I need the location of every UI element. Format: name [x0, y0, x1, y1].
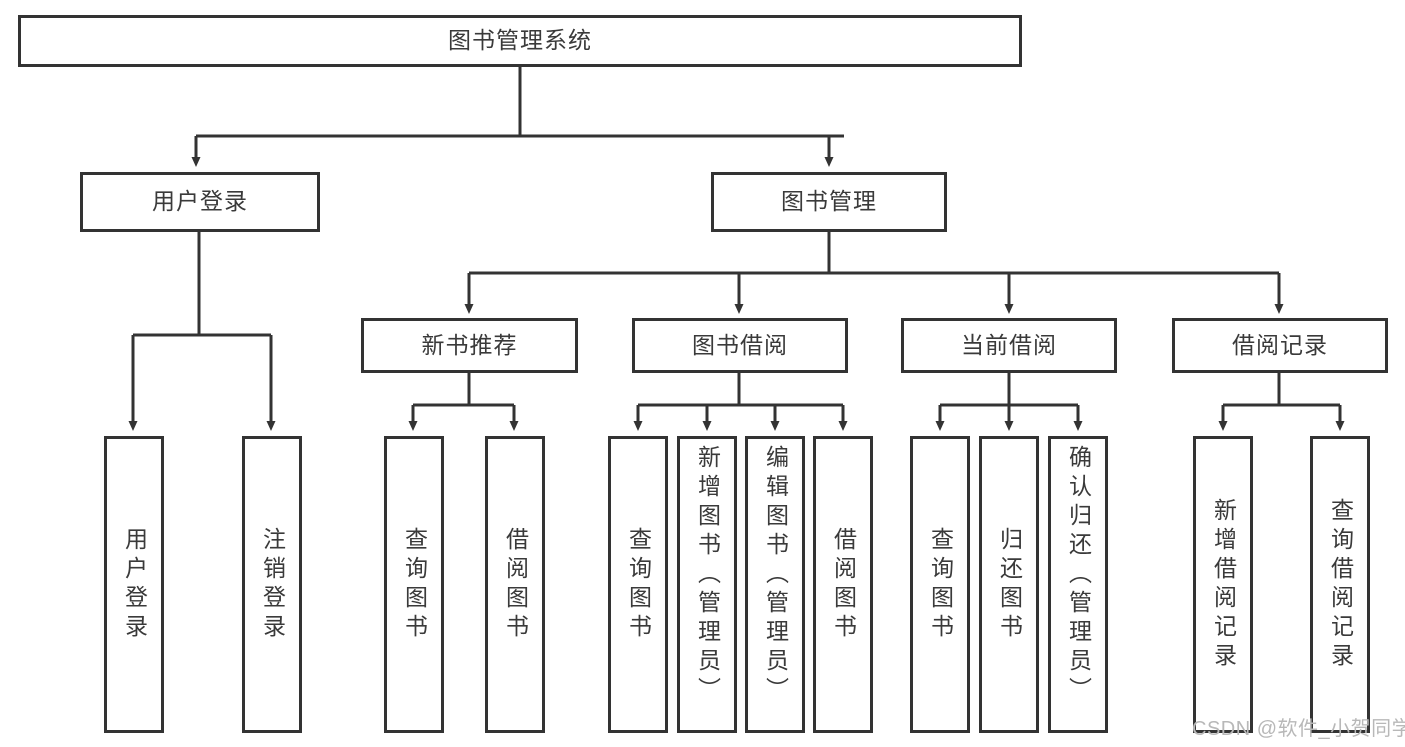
node-label: 用户登录	[152, 188, 248, 215]
leaf-label: 新增借阅记录	[1210, 497, 1237, 672]
leaf-label: 借阅图书	[830, 526, 857, 643]
node-current-borrow[interactable]: 当前借阅	[901, 318, 1117, 373]
leaf-borrow-book[interactable]: 借阅图书	[813, 436, 873, 733]
leaf-query-book-borrow[interactable]: 查询图书	[608, 436, 668, 733]
leaf-add-book-admin[interactable]: 新增图书（管理员）	[677, 436, 737, 733]
node-book-management[interactable]: 图书管理	[711, 172, 947, 232]
leaf-label: 查询图书	[401, 526, 428, 643]
leaf-label: 查询借阅记录	[1327, 497, 1354, 672]
leaf-label: 归还图书	[996, 526, 1023, 643]
node-user-login[interactable]: 用户登录	[80, 172, 320, 232]
node-borrow-record[interactable]: 借阅记录	[1172, 318, 1388, 373]
leaf-label: 确认归还（管理员）	[1065, 445, 1092, 706]
node-root-system[interactable]: 图书管理系统	[18, 15, 1022, 67]
leaf-query-borrow-record[interactable]: 查询借阅记录	[1310, 436, 1370, 733]
leaf-logout[interactable]: 注销登录	[242, 436, 302, 733]
leaf-label: 编辑图书（管理员）	[762, 445, 789, 706]
leaf-borrow-book-recommend[interactable]: 借阅图书	[485, 436, 545, 733]
leaf-label: 注销登录	[259, 526, 286, 643]
leaf-label: 查询图书	[927, 526, 954, 643]
leaf-user-login[interactable]: 用户登录	[104, 436, 164, 733]
leaf-return-book[interactable]: 归还图书	[979, 436, 1039, 733]
leaf-add-borrow-record[interactable]: 新增借阅记录	[1193, 436, 1253, 733]
node-book-borrow[interactable]: 图书借阅	[632, 318, 848, 373]
leaf-edit-book-admin[interactable]: 编辑图书（管理员）	[745, 436, 805, 733]
leaf-label: 新增图书（管理员）	[694, 445, 721, 706]
node-label: 图书管理系统	[448, 27, 592, 54]
watermark-text: CSDN @软件_小贺同学	[1192, 718, 1405, 740]
leaf-query-book-recommend[interactable]: 查询图书	[384, 436, 444, 733]
node-label: 当前借阅	[961, 331, 1057, 358]
node-label: 新书推荐	[421, 331, 518, 358]
leaf-query-book-current[interactable]: 查询图书	[910, 436, 970, 733]
node-label: 借阅记录	[1232, 331, 1328, 358]
leaf-label: 用户登录	[121, 526, 148, 643]
leaf-confirm-return-admin[interactable]: 确认归还（管理员）	[1048, 436, 1108, 733]
node-label: 图书管理	[781, 188, 877, 215]
leaf-label: 查询图书	[625, 526, 652, 643]
node-new-book-recommend[interactable]: 新书推荐	[361, 318, 578, 373]
node-label: 图书借阅	[692, 331, 788, 358]
leaf-label: 借阅图书	[502, 526, 529, 643]
